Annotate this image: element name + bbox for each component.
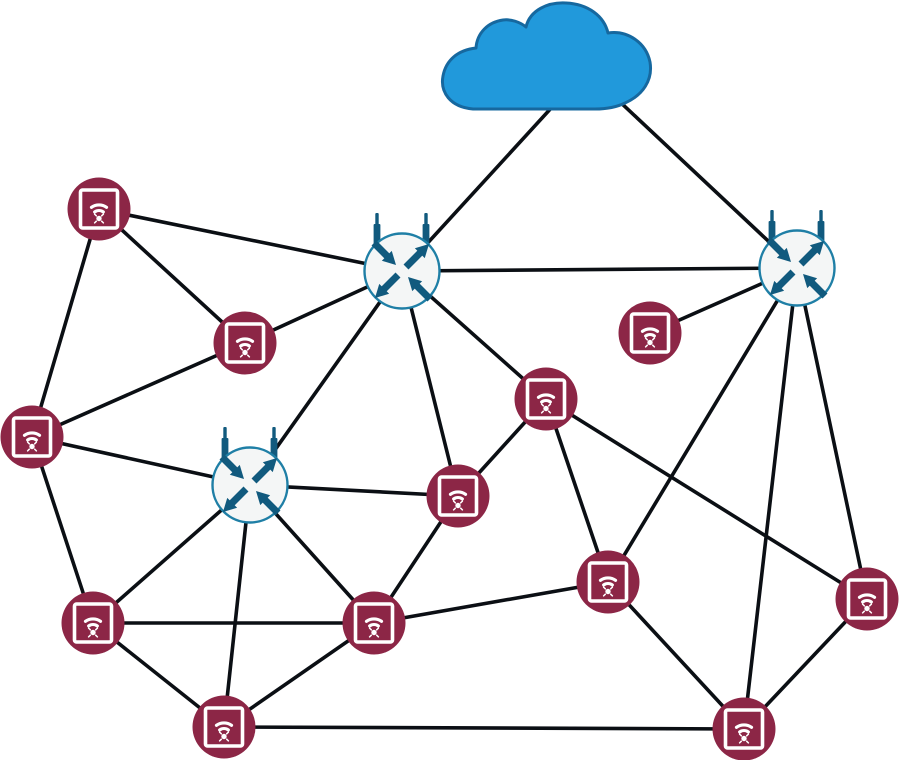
link-access-point-5--access-point-10: [544, 397, 869, 601]
router-arrows-icon: [371, 240, 433, 302]
router-arrows-icon: [766, 237, 828, 299]
access-point-2: [213, 311, 277, 375]
antenna-icon: [819, 210, 823, 222]
wifi-icon: [224, 322, 266, 364]
access-point-body: [712, 697, 776, 760]
antenna-icon: [223, 427, 227, 439]
wifi-icon: [723, 708, 765, 750]
link-wireless-router-2--access-point-10: [795, 266, 869, 601]
link-wireless-router-1--access-point-1: [97, 207, 404, 273]
link-wireless-router-2--access-point-9: [606, 266, 799, 584]
wifi-icon: [72, 602, 114, 644]
access-point-1: [67, 177, 131, 241]
link-access-point-1--access-point-2: [97, 207, 247, 345]
wifi-icon: [629, 312, 671, 354]
link-access-point-8--access-point-9: [372, 580, 610, 625]
wifi-icon: [437, 475, 479, 517]
wireless-router-3: [211, 427, 289, 524]
wifi-icon: [78, 188, 120, 230]
access-point-6: [426, 464, 490, 528]
wireless-router-1: [363, 213, 441, 310]
internet-cloud: [440, 1, 653, 111]
link-wireless-router-1--wireless-router-2: [400, 266, 799, 273]
wifi-icon: [353, 602, 395, 644]
wireless-router-2: [758, 210, 836, 307]
access-point-7: [61, 591, 125, 655]
link-wireless-router-3--access-point-11: [222, 483, 252, 729]
router-arrows-icon: [219, 454, 281, 516]
wifi-icon: [11, 416, 53, 458]
antenna-icon: [424, 213, 428, 225]
link-access-point-5--access-point-9: [544, 397, 610, 584]
links-layer: [30, 68, 869, 731]
wifi-icon: [525, 378, 567, 420]
link-access-point-1--access-point-3: [30, 207, 101, 439]
link-access-point-9--access-point-12: [606, 580, 746, 731]
antenna-icon: [375, 213, 379, 225]
link-wireless-router-2--access-point-12: [742, 266, 799, 731]
wifi-icon: [587, 561, 629, 603]
access-point-5: [514, 367, 578, 431]
access-point-10: [835, 567, 899, 631]
access-point-11: [192, 695, 256, 759]
antenna-icon: [272, 427, 276, 439]
access-point-12: [712, 697, 776, 760]
cloud-icon: [440, 1, 653, 111]
wifi-icon: [846, 578, 888, 620]
link-access-point-3--access-point-7: [30, 435, 95, 625]
wifi-icon: [203, 706, 245, 748]
access-point-3: [0, 405, 64, 469]
access-point-8: [342, 591, 406, 655]
access-point-9: [576, 550, 640, 614]
link-access-point-11--access-point-12: [222, 725, 746, 731]
access-point-4: [618, 301, 682, 365]
link-access-point-2--access-point-3: [30, 341, 247, 439]
antenna-icon: [770, 210, 774, 222]
